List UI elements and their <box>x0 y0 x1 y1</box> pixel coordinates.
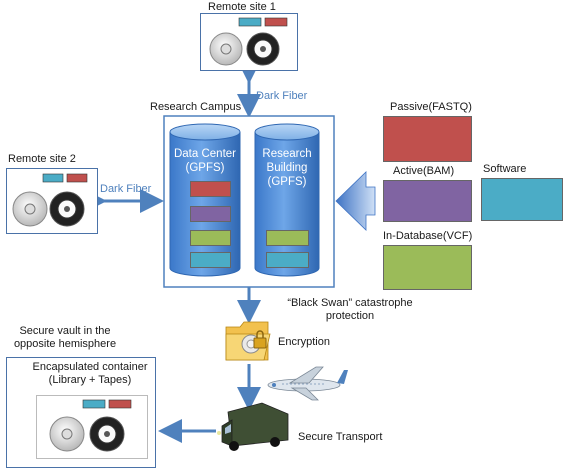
data-center-database-store <box>190 230 231 246</box>
passive-block <box>383 116 472 162</box>
tape-drive-icon <box>209 17 288 66</box>
vault-title: Secure vault in the opposite hemisphere <box>13 325 117 350</box>
fiber-link-2-label: Dark Fiber <box>100 183 152 195</box>
remote-site-2-box <box>6 168 98 234</box>
container-label: Encapsulated container (Library + Tapes) <box>32 361 148 386</box>
tape-drive-icon <box>12 173 88 227</box>
remote-site-1-box <box>200 13 298 71</box>
research-building-database-store <box>266 230 309 246</box>
data-center-software-store <box>190 252 231 268</box>
in-database-label: In-Database(VCF) <box>383 230 473 242</box>
remote-site-1-title: Remote site 1 <box>208 1 276 13</box>
tape-drive-icon <box>36 395 148 459</box>
remote-site-2-title: Remote site 2 <box>8 153 76 165</box>
passive-label: Passive(FASTQ) <box>390 101 472 113</box>
research-campus-title: Research Campus <box>150 101 242 113</box>
in-database-block <box>383 245 472 290</box>
data-center-active-store <box>190 206 231 222</box>
airplane-icon <box>267 366 348 401</box>
secure-transport-label: Secure Transport <box>298 431 383 443</box>
active-block <box>383 180 472 222</box>
data-ingest-arrow <box>335 171 376 231</box>
research-building-software-store <box>266 252 309 268</box>
armored-truck-icon <box>217 402 289 451</box>
research-building-label: Research Building (GPFS) <box>262 148 312 188</box>
encryption-label: Encryption <box>278 336 330 348</box>
encrypted-folder-icon <box>225 321 271 361</box>
fiber-link-1-label: Dark Fiber <box>256 90 308 102</box>
software-label: Software <box>483 163 527 175</box>
black-swan-label: “Black Swan” catastrophe protection <box>287 297 413 322</box>
software-block <box>481 178 563 221</box>
data-center-label: Data Center (GPFS) <box>173 148 236 174</box>
active-label: Active(BAM) <box>393 165 455 177</box>
data-center-passive-store <box>190 181 231 197</box>
